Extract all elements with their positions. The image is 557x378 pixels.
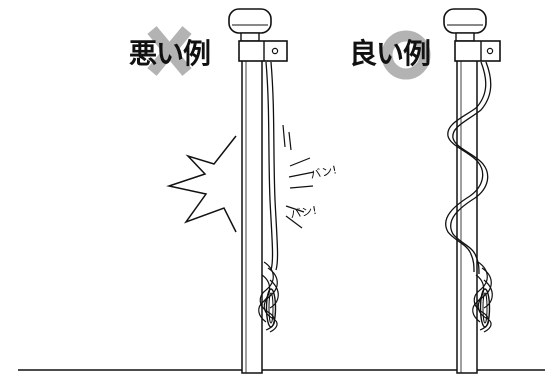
good-pole [456, 59, 478, 374]
bad-clamp-bracket [238, 40, 288, 62]
bad-example-label: 悪い例 [129, 37, 211, 70]
motion-lines [282, 124, 315, 229]
good-example-pole-assembly [381, 8, 501, 374]
good-wrapped-cable [445, 61, 492, 275]
cross-mark-icon [147, 26, 192, 76]
good-cable-coil [472, 261, 493, 333]
good-example-label: 良い例 [349, 37, 431, 70]
circle-mark-icon [381, 30, 431, 80]
impact-burst-icon [166, 135, 237, 233]
bad-antenna-dome [228, 8, 272, 42]
bad-loose-cable [265, 61, 279, 271]
good-clamp-bracket [454, 40, 501, 62]
good-antenna-dome [443, 8, 487, 42]
bad-pole [241, 59, 263, 374]
bad-cable-coil [258, 261, 279, 333]
bad-example-pole-assembly [147, 8, 315, 374]
